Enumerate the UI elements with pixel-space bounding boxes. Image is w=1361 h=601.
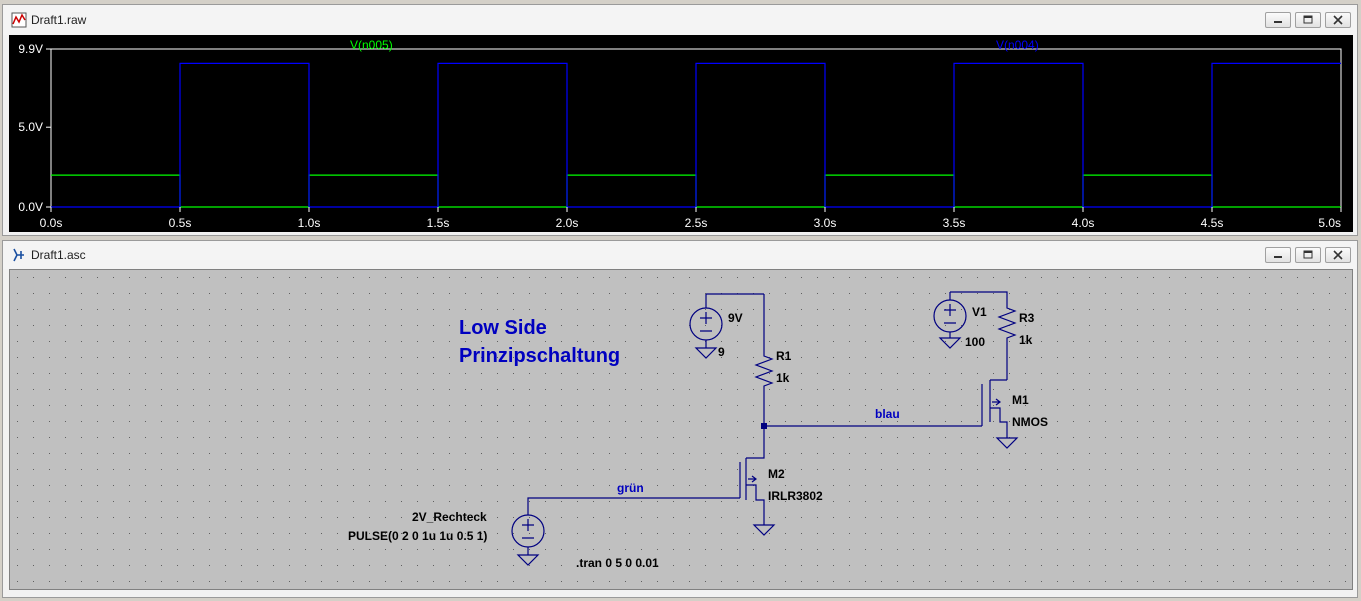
x-tick-label: 5.0s [1318, 216, 1341, 230]
resistor-r1[interactable] [754, 348, 774, 426]
close-icon [1333, 15, 1343, 25]
close-button[interactable] [1325, 12, 1351, 28]
source-name[interactable]: 2V_Rechteck [412, 510, 487, 524]
plot-traces [51, 62, 1341, 208]
close-icon [1333, 250, 1343, 260]
x-tick-label: 1.0s [298, 216, 321, 230]
mosfet-m2[interactable] [739, 426, 765, 525]
ground-icon [938, 337, 962, 349]
waveform-chart: 9.9V 5.0V 0.0V 0.0s 0.5s 1.0s 1.5s 2.0s 2.5s 3.0s… [18, 38, 1342, 230]
trace-vn004 [51, 62, 1341, 208]
voltage-source-9v[interactable] [689, 293, 765, 348]
restore-button[interactable] [1295, 247, 1321, 263]
wire-gruen[interactable] [527, 497, 740, 515]
minimize-icon [1274, 21, 1282, 23]
m2-model[interactable]: IRLR3802 [768, 489, 823, 503]
x-tick-label: 3.5s [943, 216, 966, 230]
spice-directive[interactable]: .tran 0 5 0 0.01 [576, 556, 659, 570]
r3-name[interactable]: R3 [1019, 311, 1035, 325]
waveform-window: Draft1.raw 9.9V 5.0V 0.0V 0.0s 0.5s 1.0s 1.5s 2… [2, 4, 1358, 236]
v1-value[interactable]: 100 [965, 335, 985, 349]
r3-value[interactable]: 1k [1019, 333, 1033, 347]
waveform-icon [11, 12, 27, 28]
r1-value[interactable]: 1k [776, 371, 790, 385]
heading-line1[interactable]: Low Side [459, 317, 547, 339]
restore-icon [1303, 15, 1313, 24]
source-value[interactable]: PULSE(0 2 0 1u 1u 0.5 1) [348, 529, 487, 543]
x-tick-label: 4.5s [1201, 216, 1224, 230]
x-tick-label: 0.0s [40, 216, 63, 230]
minimize-button[interactable] [1265, 247, 1291, 263]
x-tick-label: 2.5s [685, 216, 708, 230]
waveform-plot[interactable]: 9.9V 5.0V 0.0V 0.0s 0.5s 1.0s 1.5s 2.0s 2.5s 3.0s… [9, 35, 1353, 232]
ground-icon [752, 524, 776, 536]
voltage-source-v1[interactable] [933, 291, 1008, 338]
plot-ticks: 9.9V 5.0V 0.0V 0.0s 0.5s 1.0s 1.5s 2.0s 2.5s 3.0s… [18, 42, 1342, 230]
restore-icon [1303, 250, 1313, 259]
mosfet-m1[interactable] [981, 379, 1008, 438]
r1-name[interactable]: R1 [776, 349, 792, 363]
trace-label-n004[interactable]: V(n004) [996, 38, 1039, 52]
resistor-r3[interactable] [997, 304, 1017, 380]
m1-name[interactable]: M1 [1012, 393, 1029, 407]
y-tick-label: 5.0V [18, 120, 43, 134]
schematic-title: Draft1.asc [31, 248, 86, 262]
ground-icon [694, 347, 718, 359]
m2-name[interactable]: M2 [768, 467, 785, 481]
x-tick-label: 0.5s [169, 216, 192, 230]
schematic-icon [13, 248, 24, 262]
grid-dots [10, 270, 1352, 589]
schematic-drawing: Low Side Prinzipschaltung [10, 270, 1352, 589]
waveform-title: Draft1.raw [31, 13, 87, 27]
schematic-titlebar[interactable]: Draft1.asc [3, 241, 1357, 269]
minimize-icon [1274, 256, 1282, 258]
v9-name[interactable]: 9V [728, 311, 743, 325]
v1-name[interactable]: V1 [972, 305, 987, 319]
x-tick-label: 4.0s [1072, 216, 1095, 230]
net-label-blau[interactable]: blau [875, 407, 900, 421]
restore-button[interactable] [1295, 12, 1321, 28]
ground-icon [995, 437, 1019, 449]
x-tick-label: 3.0s [814, 216, 837, 230]
minimize-button[interactable] [1265, 12, 1291, 28]
ground-icon [516, 554, 540, 566]
trace-label-n005[interactable]: V(n005) [350, 38, 393, 52]
x-tick-label: 1.5s [427, 216, 450, 230]
voltage-source-pulse[interactable] [511, 514, 545, 555]
y-tick-label: 0.0V [18, 200, 43, 214]
close-button[interactable] [1325, 247, 1351, 263]
v9-value[interactable]: 9 [718, 345, 725, 359]
y-tick-label: 9.9V [18, 42, 43, 56]
schematic-window: Draft1.asc Low Side Prinzipschaltung [2, 240, 1358, 598]
heading-line2[interactable]: Prinzipschaltung [459, 345, 620, 367]
x-tick-label: 2.0s [556, 216, 579, 230]
schematic-canvas[interactable]: Low Side Prinzipschaltung [9, 269, 1353, 590]
net-label-gruen[interactable]: grün [617, 481, 644, 495]
waveform-titlebar[interactable]: Draft1.raw [3, 5, 1357, 35]
m1-model[interactable]: NMOS [1012, 415, 1048, 429]
